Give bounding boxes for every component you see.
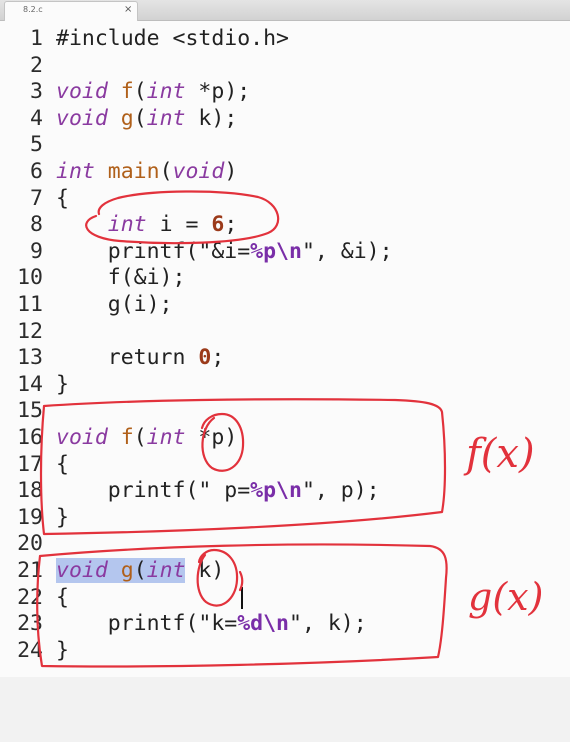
code-text: void f(int *p) (56, 425, 238, 450)
line-number: 8 (30, 212, 43, 238)
code-line-11: 11 g(i); (0, 292, 570, 318)
text-caret (241, 587, 243, 609)
code-text: printf("k=%d\n", k); (56, 611, 367, 637)
code-text: } (56, 504, 69, 530)
line-number: 13 (17, 345, 43, 371)
line-number: 1 (30, 26, 43, 51)
line-number: 19 (17, 504, 43, 530)
tab-bar: 8.2.c × (0, 0, 570, 21)
code-text: f(&i); (56, 265, 186, 291)
code-line-20: 20 (0, 531, 570, 557)
text-selection: void g(int (56, 558, 186, 583)
line-number: 20 (17, 531, 43, 557)
code-line-6: 6 int main(void) (0, 159, 570, 185)
line-number: 9 (30, 238, 43, 264)
line-number: 17 (17, 451, 43, 477)
code-text: void g(int k); (56, 105, 238, 131)
line-number: 21 (17, 558, 43, 583)
code-text: void f(int *p); (56, 79, 251, 105)
file-tab[interactable]: 8.2.c × (4, 1, 138, 21)
line-number: 16 (17, 425, 43, 450)
code-line-14: 14 } (0, 372, 570, 398)
code-line-9: 9 printf("&i=%p\n", &i); (0, 239, 570, 265)
line-number: 5 (30, 132, 43, 158)
code-text: int i = 6; (107, 212, 238, 238)
line-number: 15 (17, 398, 43, 424)
code-text: { (56, 584, 69, 610)
code-line-1: 1 #include <stdio.h> (0, 26, 570, 52)
code-text: printf("&i=%p\n", &i); (56, 238, 393, 264)
line-number: 11 (17, 292, 43, 317)
line-number: 6 (30, 159, 43, 184)
line-number: 7 (30, 185, 43, 211)
code-line-24: 24 } (0, 638, 570, 664)
code-line-7: 7 { (0, 186, 570, 212)
code-text: { (56, 451, 69, 477)
line-number: 2 (30, 52, 43, 78)
code-line-19: 19 } (0, 505, 570, 531)
code-line-12: 12 (0, 319, 570, 345)
line-number: 4 (30, 105, 43, 131)
tab-title: 8.2.c (23, 5, 43, 14)
line-number: 12 (17, 318, 43, 344)
code-text: return 0; (56, 345, 225, 371)
code-line-8: 8 int i = 6; (0, 212, 570, 238)
code-line-18: 18 printf(" p=%p\n", p); (0, 478, 570, 504)
line-number: 24 (17, 637, 43, 663)
code-line-3: 3 void f(int *p); (0, 79, 570, 105)
code-line-2: 2 (0, 53, 570, 79)
code-text: } (56, 637, 69, 663)
line-number: 22 (17, 584, 43, 610)
code-text: } (56, 371, 69, 397)
label-f-annotation: f(x) (466, 431, 535, 477)
label-g-annotation: g(x) (468, 575, 544, 619)
line-number: 23 (17, 611, 43, 637)
code-line-4: 4 void g(int k); (0, 106, 570, 132)
code-line-15: 15 (0, 398, 570, 424)
line-number: 18 (17, 478, 43, 504)
code-text: g(i); (56, 292, 173, 317)
code-text: int main(void) (56, 159, 238, 184)
code-line-13: 13 return 0; (0, 345, 570, 371)
code-line-10: 10 f(&i); (0, 265, 570, 291)
line-number: 10 (17, 265, 43, 291)
line-number: 14 (17, 371, 43, 397)
code-text: #include <stdio.h> (56, 26, 289, 51)
code-text: printf(" p=%p\n", p); (56, 478, 380, 504)
close-icon[interactable]: × (124, 4, 133, 15)
code-text: void g(int k) (56, 558, 225, 583)
code-text: { (56, 185, 69, 211)
code-line-5: 5 (0, 132, 570, 158)
line-number: 3 (30, 79, 43, 105)
